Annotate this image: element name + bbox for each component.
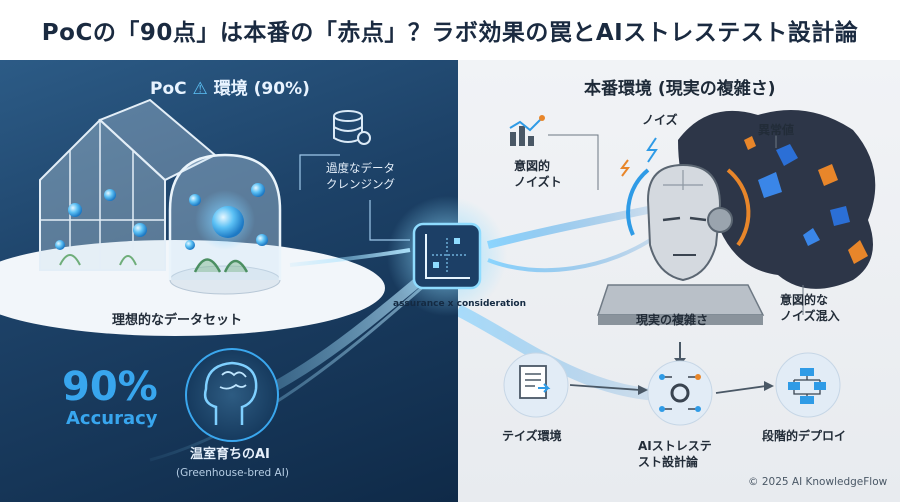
warning-triangle-icon: ⚠	[192, 79, 208, 99]
stress-test-line1: AIストレステ	[638, 439, 712, 453]
intent-noise-line1: 意図的	[514, 159, 551, 173]
title-bar: PoCの「90点」は本番の「赤点」？ラボ効果の罠とAIストレステスト設計論	[0, 0, 900, 60]
arrow-to-staged-deploy	[715, 385, 767, 394]
real-complexity-label: 現実の複雑さ	[636, 313, 709, 327]
poc-heading-suffix: 環境 (90%)	[213, 79, 310, 99]
noise-stream-upper	[487, 206, 649, 249]
data-cleansing-line2: クレンジング	[326, 177, 395, 191]
accuracy-value: 90%	[62, 364, 158, 410]
greenhouse-icon	[39, 98, 217, 271]
assurance-label: assurance x consideration	[393, 299, 527, 309]
database-gear-icon	[333, 110, 371, 145]
stone-platform	[596, 284, 765, 325]
data-cleansing-line1: 過度なデータ	[326, 161, 395, 175]
intent-mix-line2: ノイズ混入	[780, 309, 840, 323]
ai-head-icon	[185, 348, 279, 442]
noise-env-label: テイズ環境	[502, 429, 562, 443]
production-heading: 本番環境 (現実の複雑さ)	[584, 79, 776, 99]
production-illustration	[458, 110, 876, 426]
glass-dome-icon	[168, 153, 282, 295]
intent-noise-label: 意図的 ノイズト	[514, 158, 562, 190]
accuracy-label: Accuracy	[66, 408, 158, 429]
staged-deploy-label: 段階的デプロイ	[762, 429, 847, 443]
stress-test-line2: スト設計論	[638, 455, 699, 469]
poc-illustration	[0, 98, 426, 462]
poc-heading: PoC ⚠ 環境 (90%)	[150, 74, 310, 99]
anomaly-gems	[744, 136, 868, 264]
line-chart-icon	[509, 115, 545, 146]
poc-environment-panel: PoC ⚠ 環境 (90%) 過度なデータ クレンジング 理想的なデータセット …	[0, 60, 458, 502]
chaos-cloud	[678, 110, 876, 289]
robot-head-icon	[626, 163, 751, 282]
ideal-dataset-label: 理想的なデータセット	[112, 313, 243, 328]
arrow-to-stress-test	[569, 384, 641, 391]
greenhouse-ai-en-label: (Greenhouse-bred AI)	[176, 467, 289, 479]
poc-heading-prefix: PoC	[150, 79, 187, 99]
intent-mix-line1: 意図的な	[780, 293, 829, 307]
flowchart-icon	[788, 368, 826, 404]
copyright-footer: © 2025 AI KnowledgeFlow	[748, 476, 888, 488]
cleansing-connector	[299, 154, 340, 190]
data-cleansing-label: 過度なデータ クレンジング	[326, 160, 395, 192]
gear-network-icon	[659, 374, 701, 412]
intent-mix-label: 意図的な ノイズ混入	[780, 292, 840, 324]
noise-label: ノイズ	[642, 113, 678, 127]
staged-deploy-circle	[775, 352, 841, 418]
noise-lightning	[646, 137, 658, 163]
greenhouse-ai-label: 温室育ちのAI	[190, 447, 270, 462]
intent-noise-line2: ノイズト	[514, 175, 562, 189]
anomaly-label: 異常値	[758, 123, 795, 137]
stress-test-label: AIストレステ スト設計論	[638, 438, 712, 470]
document-arrow-icon	[519, 365, 551, 399]
page-title: PoCの「90点」は本番の「赤点」？ラボ効果の罠とAIストレステスト設計論	[41, 20, 859, 46]
stress-test-circle	[647, 360, 713, 426]
production-environment-panel: 本番環境 (現実の複雑さ) ノイズ 異常値 意図的 ノイズト 現実の複雑さ 意図…	[458, 60, 900, 502]
